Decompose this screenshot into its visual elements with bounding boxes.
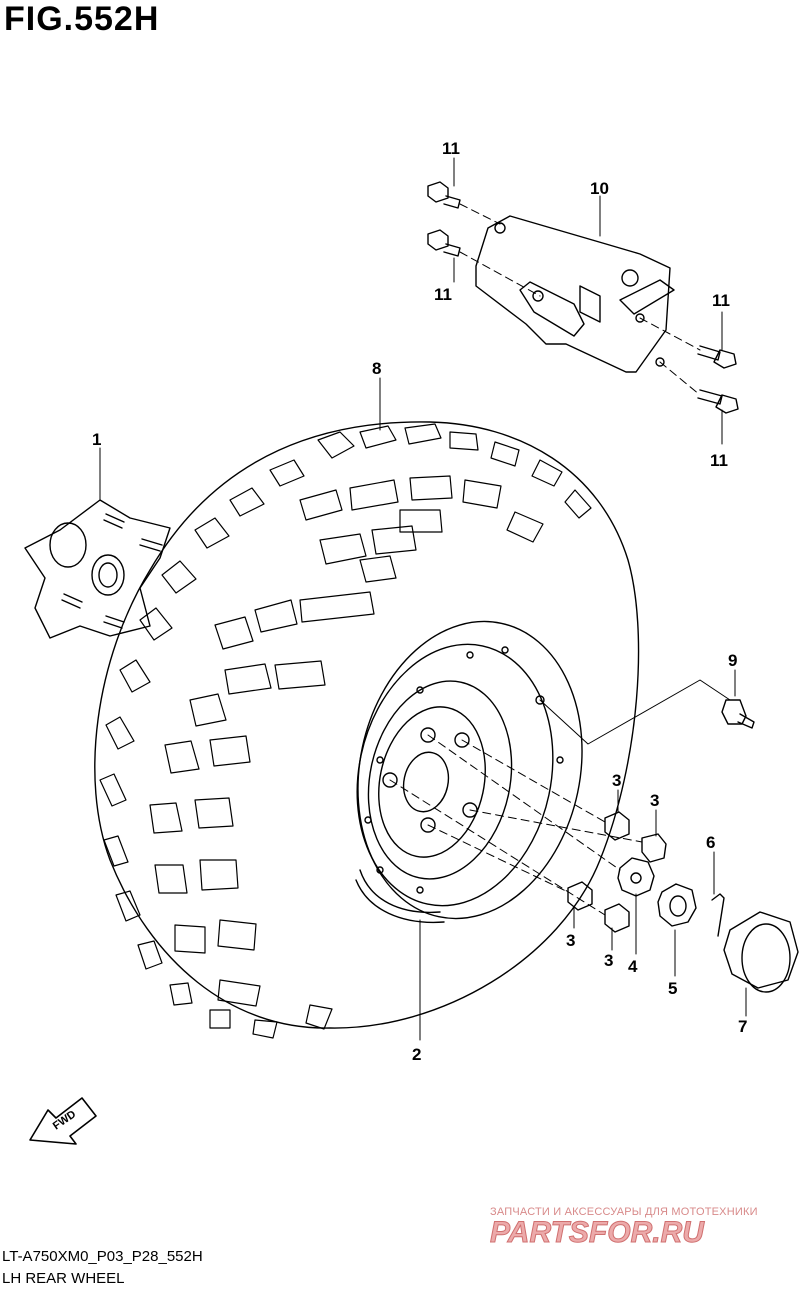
callout-4: 4 — [628, 957, 638, 976]
callout-6: 6 — [706, 833, 715, 852]
callout-5: 5 — [668, 979, 677, 998]
callout-10: 10 — [590, 179, 609, 198]
figure-code: LT-A750XM0_P03_P28_552H — [2, 1248, 203, 1265]
watermark-logo: PARTSFOR.RU — [490, 1212, 790, 1257]
watermark-logo-text: PARTSFOR.RU — [490, 1216, 705, 1249]
figure-title: FIG.552H — [4, 0, 160, 38]
callout-3: 3 — [612, 771, 621, 790]
cotter-pin-icon — [711, 893, 725, 937]
fwd-arrow-icon — [29, 1097, 97, 1145]
callout-7: 7 — [738, 1017, 747, 1036]
nut-icon — [567, 811, 667, 933]
hub-cap-icon — [723, 911, 799, 993]
callout-11: 11 — [710, 451, 728, 470]
fwd-label: FWD — [51, 1108, 78, 1132]
tire-icon — [94, 421, 640, 1039]
callout-8: 8 — [372, 359, 381, 378]
watermark-tagline: ЗАПЧАСТИ И АКСЕССУАРЫ ДЛЯ МОТОТЕХНИКИ — [490, 1206, 758, 1218]
callout-3: 3 — [650, 791, 659, 810]
callout-11: 11 — [442, 139, 460, 158]
callout-11: 11 — [712, 291, 730, 310]
callout-3: 3 — [566, 931, 575, 950]
castle-nut-icon — [657, 883, 697, 927]
bolt-icon — [427, 181, 739, 414]
washer-icon — [617, 857, 655, 897]
callout-9: 9 — [728, 651, 737, 670]
wheel-rim-icon — [355, 620, 583, 924]
callout-1: 1 — [92, 430, 101, 449]
valve-icon — [721, 699, 755, 729]
figure-name: LH REAR WHEEL — [2, 1270, 125, 1287]
callout-2: 2 — [412, 1045, 421, 1064]
bracket-icon — [475, 215, 675, 373]
callout-3: 3 — [604, 951, 613, 970]
callout-11: 11 — [434, 285, 452, 304]
wheel-hub-icon — [24, 499, 171, 639]
